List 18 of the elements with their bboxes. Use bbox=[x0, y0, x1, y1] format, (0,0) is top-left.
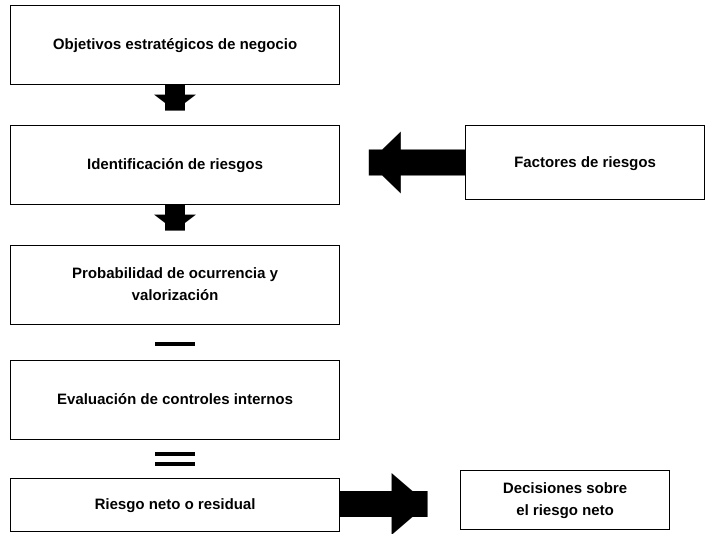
process-box bbox=[465, 125, 705, 200]
block-arrow bbox=[340, 473, 428, 534]
box-text: Objetivos estratégicos de negocio bbox=[52, 35, 298, 55]
box-text: Decisiones sobre el riesgo neto bbox=[502, 479, 628, 521]
block-arrow bbox=[154, 205, 196, 231]
process-box bbox=[10, 360, 340, 440]
box-text: Riesgo neto o residual bbox=[94, 495, 256, 515]
block-arrow bbox=[154, 85, 196, 111]
process-box bbox=[10, 125, 340, 205]
process-box bbox=[10, 478, 340, 532]
box-text: Probabilidad de ocurrencia y valorización bbox=[71, 264, 279, 306]
box-text: Factores de riesgos bbox=[514, 152, 656, 172]
process-box bbox=[10, 5, 340, 85]
process-box bbox=[460, 470, 670, 530]
process-box bbox=[10, 245, 340, 325]
box-text: Evaluación de controles internos bbox=[57, 390, 293, 410]
block-arrow bbox=[368, 132, 465, 194]
box-text: Identificación de riesgos bbox=[87, 155, 263, 175]
